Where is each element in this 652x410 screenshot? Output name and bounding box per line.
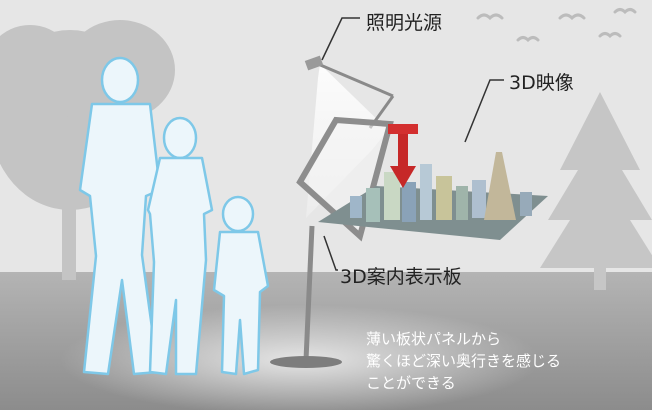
description-line-2: 驚くほど深い奥行きを感じる <box>366 352 562 370</box>
destination-marker <box>388 124 418 188</box>
3d-image-label: 3D映像 <box>509 72 574 94</box>
arrow-shaft <box>398 134 408 168</box>
description-text: 薄い板状パネルから 驚くほど深い奥行きを感じる ことができる <box>366 328 561 394</box>
arrow-head-icon <box>390 166 416 188</box>
description-line-3: ことができる <box>366 374 456 392</box>
leader-guide-board <box>323 235 338 271</box>
lamp <box>304 55 324 71</box>
leader-3d-image <box>464 79 504 143</box>
city-3d-image <box>318 152 548 240</box>
leader-lines <box>321 17 504 271</box>
tree-right <box>540 92 652 290</box>
tower <box>484 152 516 220</box>
people-silhouettes <box>78 56 270 376</box>
red-sign <box>388 124 418 134</box>
woman-figure <box>146 116 214 376</box>
description-line-1: 薄い板状パネルから <box>366 330 502 348</box>
birds <box>476 8 637 43</box>
stand <box>270 225 342 368</box>
child-figure <box>212 195 270 376</box>
light-arm <box>317 62 394 98</box>
guide-board-label: 3D案内表示板 <box>340 266 462 288</box>
light-source-label: 照明光源 <box>366 12 443 34</box>
leader-light-source <box>321 17 360 61</box>
